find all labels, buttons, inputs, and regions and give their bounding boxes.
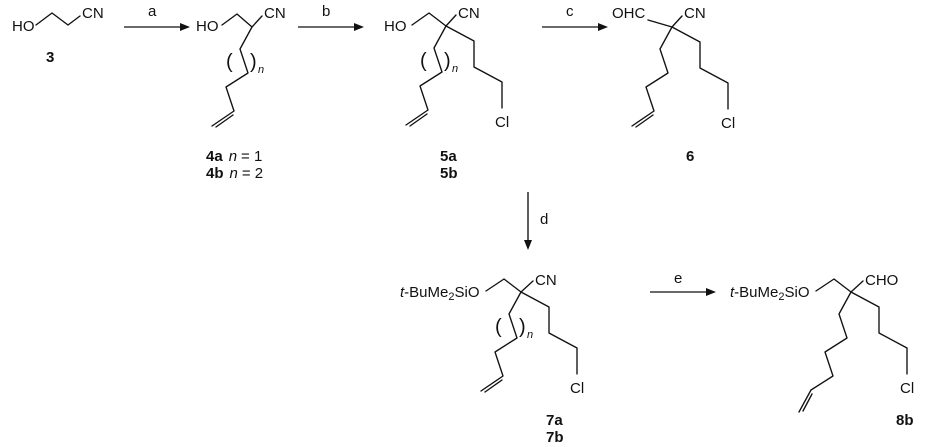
compound-number-7b: 7b (546, 429, 564, 446)
chlorine-label: Cl (900, 380, 914, 397)
arrow-e-head (706, 288, 716, 296)
bond-skeleton (405, 12, 503, 126)
hydroxyl-label: HO (196, 18, 219, 35)
arrow-d-head (524, 240, 532, 250)
compound-number: 3 (46, 49, 54, 66)
arrow-e-label: e (674, 270, 682, 287)
double-bond-line (409, 113, 428, 127)
compound-7: t-BuMe2SiO CN ( ) n Cl 7a 7b (400, 272, 584, 446)
arrow-d-label: d (540, 211, 548, 228)
hydroxyl-label: HO (12, 18, 35, 35)
compound-number: 8b (896, 412, 914, 429)
arrow-d: d (524, 192, 548, 250)
double-bond-line (635, 114, 654, 128)
compound-6: OHC CN Cl 6 (612, 5, 735, 165)
silyl-ether-label: t-BuMe2SiO (730, 284, 810, 303)
aldehyde-label: CHO (865, 272, 898, 289)
bond-skeleton (631, 15, 729, 127)
double-bond-line (802, 393, 813, 412)
n-subscript: n (258, 64, 264, 76)
compound-number-5b: 5b (440, 165, 458, 182)
compound-number-5a: 5a (440, 148, 457, 165)
paren-close: ) (444, 50, 451, 72)
bond-skeleton (480, 278, 578, 392)
compound-5: HO CN ( ) n Cl 5a 5b (384, 5, 509, 182)
compound-number: 6 (686, 148, 694, 165)
paren-open: ( (420, 50, 427, 72)
bond-skeleton (35, 12, 81, 26)
paren-close: ) (250, 51, 257, 73)
double-bond-line (215, 114, 234, 128)
chlorine-label: Cl (570, 380, 584, 397)
nitrile-label: CN (535, 272, 557, 289)
arrow-c-head (598, 23, 608, 31)
paren-open: ( (495, 316, 502, 338)
arrow-c: c (542, 3, 608, 31)
aldehyde-label: OHC (612, 5, 646, 22)
arrow-a: a (124, 3, 190, 31)
paren-open: ( (226, 51, 233, 73)
paren-close: ) (519, 316, 526, 338)
chlorine-label: Cl (495, 114, 509, 131)
bond-skeleton (211, 13, 263, 127)
arrow-b: b (298, 3, 364, 31)
arrow-b-label: b (322, 3, 330, 20)
arrow-a-label: a (148, 3, 157, 20)
hydroxyl-label: HO (384, 18, 407, 35)
nitrile-label: CN (458, 5, 480, 22)
double-bond-line (484, 379, 503, 393)
compound-8: t-BuMe2SiO CHO Cl 8b (730, 272, 914, 429)
nitrile-label: CN (684, 5, 706, 22)
compound-3: HO CN 3 (12, 5, 104, 66)
arrow-b-head (354, 23, 364, 31)
nitrile-label: CN (82, 5, 104, 22)
arrow-a-head (180, 23, 190, 31)
silyl-ether-label: t-BuMe2SiO (400, 284, 480, 303)
bond-skeleton (798, 278, 908, 413)
compound-number-7a: 7a (546, 412, 563, 429)
chlorine-label: Cl (721, 115, 735, 132)
nitrile-label: CN (264, 5, 286, 22)
arrow-c-label: c (566, 3, 574, 20)
arrow-e: e (650, 270, 716, 296)
n-subscript: n (452, 63, 458, 75)
n-subscript: n (527, 329, 533, 341)
